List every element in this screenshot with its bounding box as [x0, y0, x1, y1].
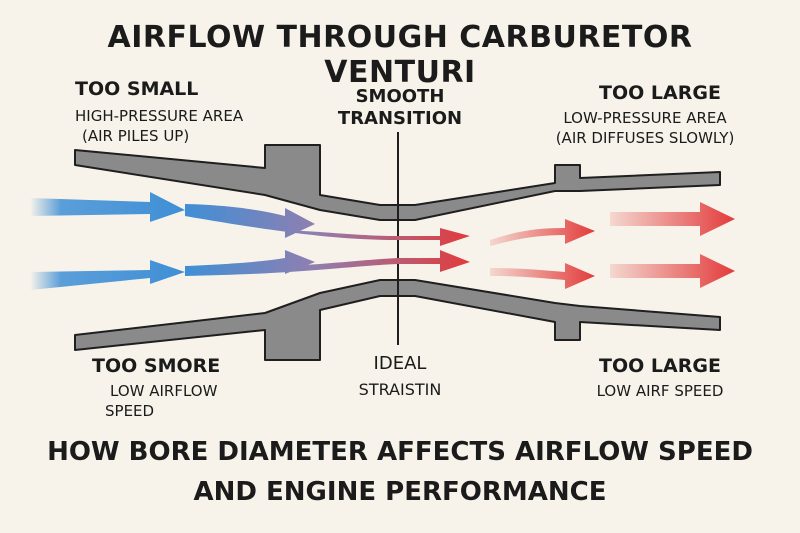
label-too-smore-heading: TOO SMORE	[92, 355, 221, 377]
label-ideal-line2: STRAISTIN	[358, 380, 442, 399]
label-too-smore-line2: SPEED	[105, 402, 155, 420]
label-too-smore-line1: LOW AIRFLOW	[110, 382, 218, 400]
upper-flow-stream	[30, 192, 185, 222]
lower-wall	[74, 279, 721, 361]
label-too-small-line2: (AIR PILES UP)	[82, 127, 190, 145]
lower-flow-stream	[30, 260, 185, 290]
diffuser-arrow-lower-1	[490, 263, 595, 289]
diagram-footer: HOW BORE DIAMETER AFFECTS AIRFLOW SPEED …	[30, 432, 770, 512]
label-too-large-bottom-line1: LOW AIRF SPEED	[596, 382, 724, 400]
label-too-small-line1: HIGH-PRESSURE AREA	[75, 107, 244, 125]
lower-flow-converge	[185, 250, 470, 276]
footer-line1: HOW BORE DIAMETER AFFECTS AIRFLOW SPEED	[47, 437, 753, 467]
footer-line2: AND ENGINE PERFORMANCE	[193, 477, 607, 507]
label-too-small-heading: TOO SMALL	[75, 78, 199, 100]
label-too-large-line2: (AIR DIFFUSES SLOWLY)	[555, 129, 735, 147]
label-too-large-heading: TOO LARGE	[599, 82, 721, 104]
diagram-title: AIRFLOW THROUGH CARBURETOR VENTURI	[107, 20, 693, 90]
diffuser-arrow-upper-1	[490, 219, 595, 246]
label-smooth-line1: SMOOTH	[355, 86, 445, 107]
label-too-large-bottom-heading: TOO LARGE	[599, 355, 721, 377]
upper-flow-converge	[185, 204, 470, 246]
label-ideal-line1: IDEAL	[373, 353, 427, 374]
label-smooth-line2: TRANSITION	[337, 108, 463, 129]
label-too-large-line1: LOW-PRESSURE AREA	[563, 109, 727, 127]
diffuser-arrow-lower-2	[610, 254, 735, 288]
diffuser-arrow-upper-2	[610, 202, 735, 236]
